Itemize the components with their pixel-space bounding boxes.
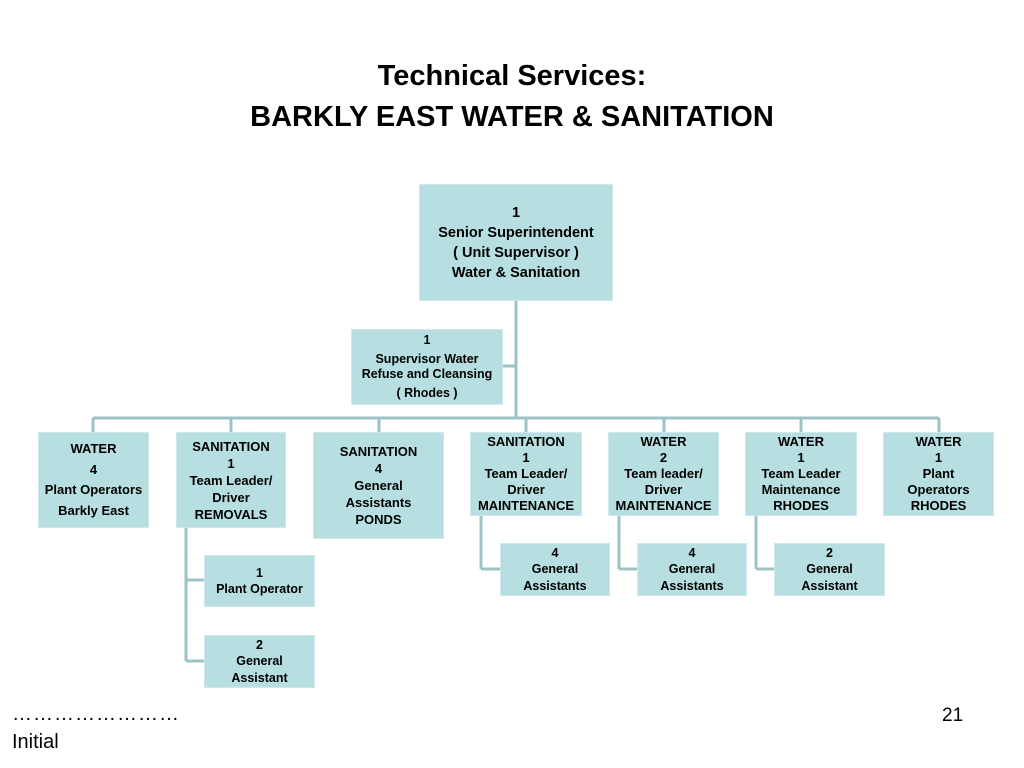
box-line: WATER [640,434,687,449]
box-line: 1 [256,565,263,580]
box-line: MAINTENANCE [615,498,712,513]
box-line: Supervisor Water [375,351,479,366]
box-line: 1 [511,204,521,221]
plant-operator-box: 1 Plant Operator [204,555,315,607]
box-line: Assistants [345,495,412,510]
box-line: Barkly East [58,502,129,518]
box-line: Plant Operator [216,582,303,596]
water-barkly-east-box: WATER 4 Plant Operators Barkly East [38,432,149,528]
box-line: SANITATION [339,444,418,459]
box-line: ( Unit Supervisor ) [453,244,579,261]
sanitation-maintenance-assistants-box: 4 General Assistants [500,543,610,596]
senior-superintendent-box: 1 Senior Superintendent ( Unit Superviso… [419,184,613,301]
box-line: Senior Superintendent [438,224,594,241]
box-line: Team leader/ [624,466,703,481]
removals-general-assistant-box: 2 General Assistant [204,635,315,688]
box-line: 1 [522,450,530,465]
box-line: RHODES [773,498,829,513]
box-line: ( Rhodes ) [396,385,458,400]
box-line: Driver [644,482,683,497]
box-line: PONDS [355,512,402,527]
water-rhodes-team-leader-box: WATER 1 Team Leader Maintenance RHODES [745,432,857,516]
box-line: REMOVALS [194,506,268,522]
initial-label: Initial [12,731,59,753]
box-line: WATER [70,441,117,456]
box-line: General [531,562,579,577]
water-maintenance-assistants-box: 4 General Assistants [637,543,747,596]
sanitation-ponds-box: SANITATION 4 General Assistants PONDS [313,432,444,539]
sanitation-removals-box: SANITATION 1 Team Leader/ Driver REMOVAL… [176,432,286,528]
sanitation-maintenance-box: SANITATION 1 Team Leader/ Driver MAINTEN… [470,432,582,516]
box-line: Assistant [231,670,288,685]
page-number: 21 [942,705,964,726]
box-line: Plant Operators [44,482,143,497]
box-line: Team Leader [761,466,841,481]
title-line-1: Technical Services: [377,60,647,92]
box-line: General [806,562,853,577]
box-line: General [668,562,716,577]
box-line: 1 [227,455,235,471]
box-line: Driver [212,489,250,505]
box-line: WATER [778,434,824,449]
title-line-2: BARKLY EAST WATER & SANITATION [250,101,774,133]
box-line: 1 [934,450,943,465]
box-line: SANITATION [487,434,565,449]
box-line: SANITATION [192,438,270,454]
box-line: Refuse and Cleansing [361,367,493,381]
signature-dots: …………………… [12,703,180,725]
supervisor-water-box: 1 Supervisor Water Refuse and Cleansing … [351,329,503,405]
box-line: Assistant [801,578,858,593]
box-line: 4 [374,461,383,476]
box-line: 2 [256,637,263,652]
box-line: Assistants [660,578,724,593]
box-line: 4 [688,545,696,560]
box-line: Team Leader/ [484,466,568,481]
box-line: RHODES [910,498,967,513]
box-line: Team Leader/ [189,472,273,488]
box-line: MAINTENANCE [477,498,575,513]
box-line: 2 [826,545,833,560]
box-line: 4 [551,545,559,560]
box-line: 1 [797,450,805,465]
box-line: General [354,478,403,493]
box-line: General [236,654,283,669]
box-line: 1 [423,333,431,347]
box-line: Plant [922,466,955,481]
rhodes-general-assistant-box: 2 General Assistant [774,543,885,596]
water-maintenance-box: WATER 2 Team leader/ Driver MAINTENANCE [608,432,719,516]
box-line: Driver [507,482,545,497]
water-rhodes-plant-operators-box: WATER 1 Plant Operators RHODES [883,432,994,516]
box-line: Assistants [523,578,587,593]
box-line: Operators [907,482,970,497]
box-line: Maintenance [761,482,841,497]
box-line: WATER [915,434,962,449]
box-line: 4 [89,461,98,477]
box-line: 2 [659,450,668,465]
box-line: Water & Sanitation [451,264,581,281]
